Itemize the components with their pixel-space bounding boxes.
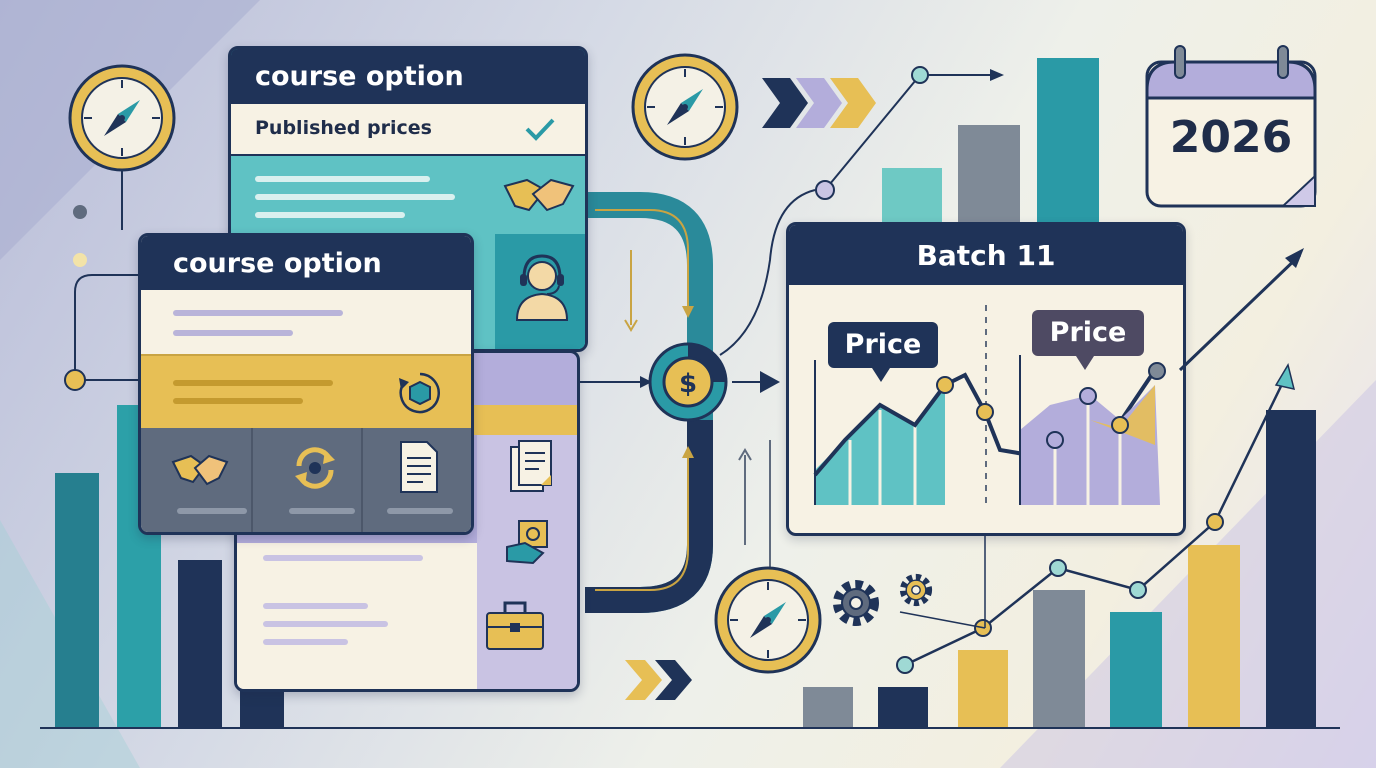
- card-front-title: course option: [173, 248, 382, 279]
- refresh-icon[interactable]: [291, 444, 339, 492]
- svg-text:$: $: [679, 369, 697, 399]
- bg-bar: [878, 687, 928, 728]
- support-agent-icon: [515, 254, 569, 321]
- money-hand-icon: [506, 520, 548, 565]
- card-back-title: course option: [255, 61, 464, 92]
- bg-bar: [55, 473, 99, 728]
- course-option-card-back[interactable]: course option Published prices: [228, 46, 588, 352]
- gear-icon: [838, 585, 874, 621]
- bg-bar: [178, 560, 222, 728]
- calendar-icon: [1145, 45, 1317, 208]
- bg-bar: [1266, 410, 1316, 728]
- check-icon: [525, 118, 555, 141]
- bg-bar: [1110, 612, 1162, 728]
- bg-bar: [958, 650, 1008, 728]
- lower-card-cream: [237, 543, 477, 689]
- box-cycle-icon: [399, 372, 440, 414]
- price-bubble-left: Price: [844, 329, 922, 360]
- course-option-card-front[interactable]: course option: [138, 233, 474, 535]
- batch-chart-title: Batch 11: [916, 239, 1056, 272]
- support-agent-panel: [495, 234, 585, 349]
- card-back-subtitle-row[interactable]: Published prices: [231, 104, 585, 156]
- chart-panel-graphics: [813, 305, 1166, 505]
- bg-bar: [803, 687, 853, 728]
- compass-icon: [68, 64, 176, 172]
- gear-icon: [899, 573, 933, 607]
- handshake-icon: [503, 178, 575, 212]
- batch-chart-header: Batch 11: [789, 225, 1183, 285]
- compass-icon: [631, 53, 739, 161]
- handshake-icon[interactable]: [169, 446, 231, 492]
- document-stack-icon: [510, 440, 552, 492]
- toolbox-icon: [486, 601, 544, 650]
- chevrons-right-icon: [625, 660, 692, 700]
- document-icon[interactable]: [397, 440, 441, 494]
- dollar-coin-icon: $: [648, 342, 728, 422]
- compass-icon: [714, 566, 822, 674]
- bg-bar: [1188, 545, 1240, 728]
- card-front-icon-row: [141, 428, 471, 532]
- calendar-year: 2026: [1169, 112, 1293, 163]
- price-bubble-right: Price: [1049, 317, 1127, 348]
- bg-bar: [1033, 590, 1085, 728]
- card-back-subtitle: Published prices: [255, 117, 432, 139]
- chevrons-right-icon: [762, 78, 876, 128]
- card-front-header: course option: [141, 236, 471, 290]
- batch-chart-panel[interactable]: Batch 11: [786, 222, 1186, 536]
- card-back-header: course option: [231, 49, 585, 107]
- card-front-gold-row[interactable]: [141, 354, 471, 430]
